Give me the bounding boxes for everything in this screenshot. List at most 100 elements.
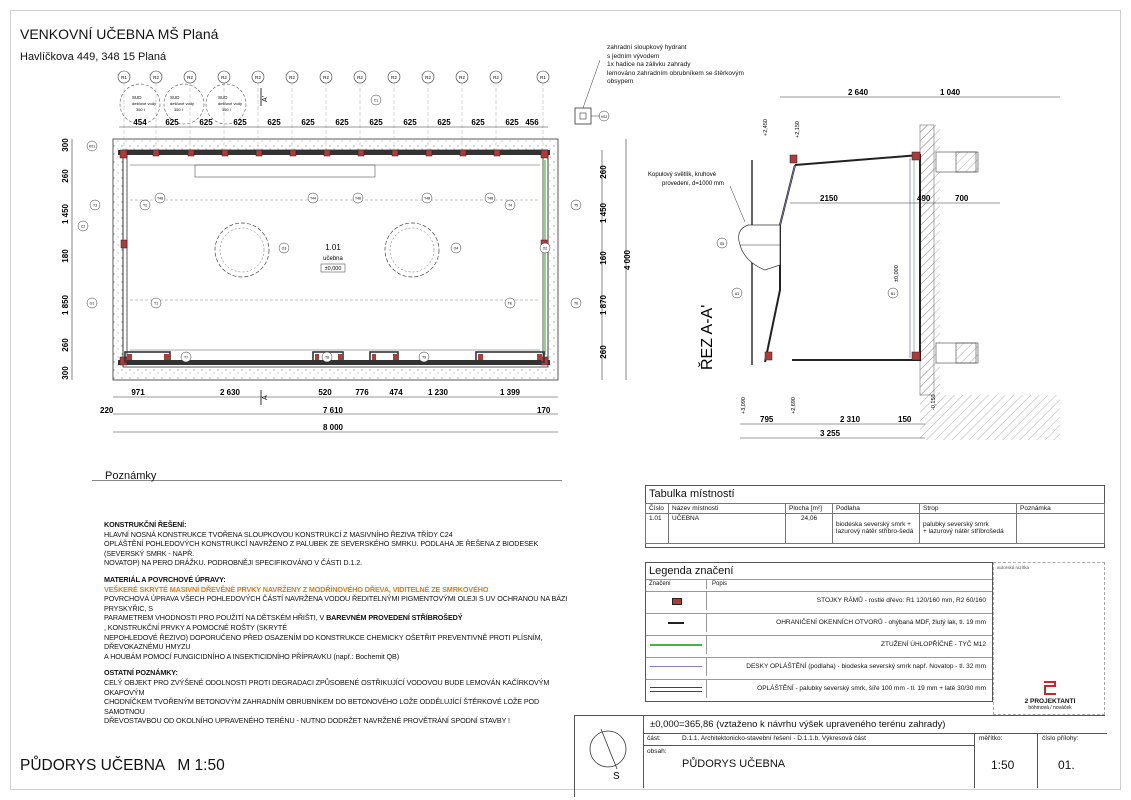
axis-label: R2 <box>153 75 159 80</box>
td-plocha: 24,06 <box>785 513 833 544</box>
section-tag-b1: B1 <box>891 292 895 296</box>
section-dim-bot-1: 795 <box>760 415 774 424</box>
dim-left: 260 <box>61 338 70 352</box>
axis-bubble <box>117 70 131 84</box>
dim-right-total: 4 000 <box>623 249 632 270</box>
section-dim-top-2: 1 040 <box>940 88 961 97</box>
table-header-row: Číslo Název místnosti Plocha [m²] Podlah… <box>645 503 1105 514</box>
project-title: VENKOVNÍ UČEBNA MŠ Planá <box>20 26 219 42</box>
dim-right: 1 870 <box>599 294 608 315</box>
dim-bottom: 776 <box>355 388 369 397</box>
element-tag-label: T48 <box>355 197 361 201</box>
skylight-note-1: Kopulový světlík, kruhové <box>648 172 717 178</box>
sheet-frame <box>10 10 1121 790</box>
element-tag-label: C1 <box>374 99 379 103</box>
element-tag-label: T48 <box>157 197 163 201</box>
element-tag-label: T2 <box>143 204 147 208</box>
hydrant-tag: V02 <box>601 115 607 119</box>
notes-line: CHODNÍČKEM TVOŘENÝM BETONOVÝM ZAHRADNÍM … <box>104 697 540 716</box>
axis-bubble <box>319 70 333 84</box>
dim-top: 456 <box>525 118 539 127</box>
company-logo: 2 PROJEKTANTI böhmová / nováček <box>1010 680 1090 714</box>
north-arrow-icon: S <box>589 728 627 782</box>
level-note: ±0,000=365,86 (vztaženo k návrhu výšek u… <box>650 719 946 730</box>
axis-bubble <box>149 70 163 84</box>
bracing-symbol-icon <box>650 644 702 646</box>
axis-label: R1 <box>121 75 127 80</box>
notes-line: HLAVNÍ NOSNÁ KONSTRUKCE TVOŘENA SLOUPKOV… <box>104 529 453 539</box>
dim-bottom: 520 <box>318 388 332 397</box>
element-tag <box>539 242 551 254</box>
section-tag-s5: S5 <box>720 242 724 246</box>
table-row: 1.01 UČEBNA 24,06 biodeska severský smrk… <box>645 513 1105 544</box>
axis-label: R2 <box>425 75 431 80</box>
legend-item-openings: OHRANIČENÍ OKENNÍCH OTVORŮ - ohýbaná MDF… <box>646 613 992 632</box>
element-tag <box>504 297 516 309</box>
legend-header: Značení Popis <box>646 579 992 589</box>
legend-box: Legenda značení Značení Popis STOJKY RÁM… <box>645 562 993 702</box>
dim-bottom: 1 399 <box>500 388 521 397</box>
skylight-note-2: provedení, d=1000 mm <box>662 181 724 187</box>
element-tag-label: O1 <box>90 302 95 306</box>
axis-bubble <box>251 70 265 84</box>
sud-1-label: SUD <box>132 95 142 100</box>
section-mark-bottom: A <box>262 395 269 400</box>
dim-left: 1 850 <box>61 294 70 315</box>
sud-1-sub: dešťové vody <box>132 101 156 106</box>
element-tag-label: TE <box>508 302 513 306</box>
notes-line: A HOUBÁM POMOCÍ FUNGICIDNÍHO A INSEKTICI… <box>104 651 399 661</box>
notes-line: NEPOHLEDOVÉ ŘEZIVO) DOPORUČENO PŘED OSAZ… <box>104 632 543 652</box>
element-tag <box>450 242 462 254</box>
legend-item-cladding: OPLÁŠTĚNÍ - palubky severský smrk, šíře … <box>646 679 992 698</box>
dim-right: 160 <box>599 251 608 265</box>
element-tag-label: O3 <box>282 247 287 251</box>
part-value: D.1.1. Architektonicko-stavební řešení -… <box>682 735 866 742</box>
element-tag-label: T1 <box>154 302 158 306</box>
th-nazev: Název místnosti <box>668 503 786 514</box>
dim-bottom: 474 <box>389 388 403 397</box>
dim-top: 625 <box>335 118 349 127</box>
project-address: Havlíčkova 449, 348 15 Planá <box>20 51 167 63</box>
level-5: -0,150 <box>931 394 937 410</box>
element-tag-label: O2 <box>543 247 548 251</box>
section-dim-mid-3: 700 <box>955 194 969 203</box>
level-3: +3,090 <box>741 397 747 414</box>
element-tag <box>77 220 89 232</box>
dim-top: 625 <box>369 118 383 127</box>
td-strop: palubky severský smrk+ lazurový nátěr st… <box>919 513 1017 544</box>
element-tag <box>154 192 166 204</box>
north-label: S <box>613 771 620 782</box>
axis-label: R1 <box>540 75 546 80</box>
element-tag <box>352 192 364 204</box>
attach-value: 01. <box>1058 758 1075 772</box>
th-strop: Strop <box>919 503 1017 514</box>
element-tag <box>570 297 582 309</box>
dim-top: 625 <box>471 118 485 127</box>
td-cislo: 1.01 <box>645 513 669 544</box>
content-label: obsah: <box>647 748 667 755</box>
attach-label: číslo přílohy: <box>1042 735 1079 742</box>
axis-bubble <box>285 70 299 84</box>
notes-line: PARAMETREM VHODNOSTI PRO POUŽITÍ NA DĚTS… <box>104 613 327 623</box>
content-value: PŮDORYS UČEBNA <box>682 758 786 770</box>
level-1: +2,450 <box>763 119 769 136</box>
dim-top: 625 <box>505 118 519 127</box>
element-tag <box>484 192 496 204</box>
part-label: část: <box>647 735 661 742</box>
dim-top: 625 <box>165 118 179 127</box>
element-tag <box>370 94 382 106</box>
stamp-box: autorská razítka <box>993 562 1105 715</box>
level-4: +2,690 <box>791 397 797 414</box>
stamp-label: autorská razítka <box>997 565 1030 570</box>
section-dim-bot-2: 2 310 <box>840 415 861 424</box>
element-tag <box>86 140 98 152</box>
element-tag-label: T4 <box>508 204 512 208</box>
legend-title: Legenda značení <box>649 565 734 577</box>
td-podlaha: biodeska severský smrk +lazurový nátěr s… <box>832 513 920 544</box>
element-tag <box>307 192 319 204</box>
